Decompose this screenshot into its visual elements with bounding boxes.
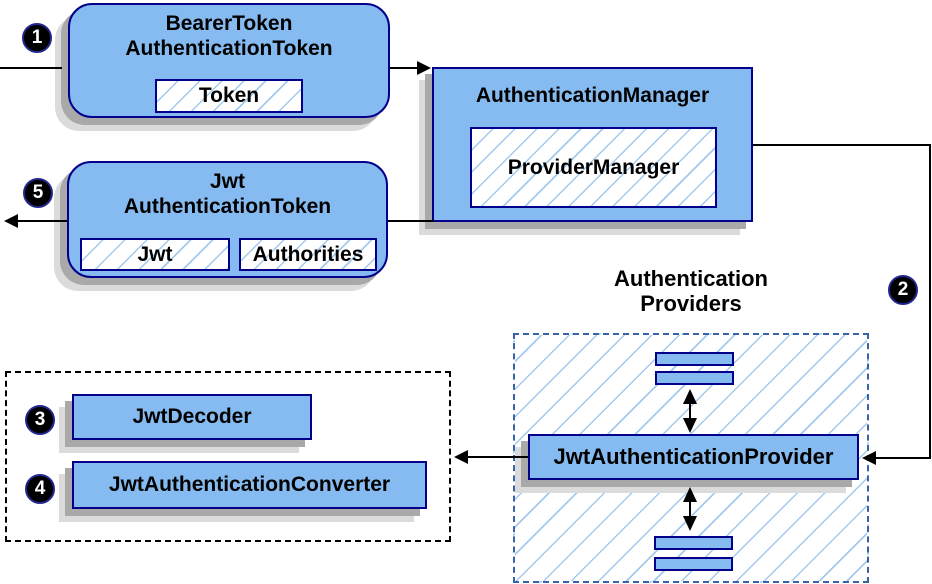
step-3-badge: 3 — [25, 405, 55, 435]
bearer-token-title-line1: BearerToken — [165, 12, 293, 35]
authentication-providers-label-line1: Authentication — [614, 266, 768, 291]
step-1-badge: 1 — [22, 23, 52, 53]
jwt-token-title: Jwt AuthenticationToken — [69, 169, 386, 219]
provider-slot-bar — [654, 536, 733, 550]
authorities-field: Authorities — [239, 238, 377, 271]
step-5-badge: 5 — [23, 178, 53, 208]
jwt-token-title-line1: Jwt — [209, 170, 245, 193]
bearer-to-manager-arrowhead-icon — [417, 61, 431, 75]
jwt-field: Jwt — [80, 238, 230, 271]
token-field: Token — [155, 79, 303, 113]
bearer-token-title-line2: AuthenticationToken — [125, 37, 333, 60]
jwt-handlers-frame — [5, 371, 451, 542]
jwt-authentication-provider-node: JwtAuthenticationProvider — [528, 434, 859, 480]
provider-manager-box: ProviderManager — [470, 127, 717, 208]
step-2-badge: 2 — [888, 275, 918, 305]
jwt-authentication-converter-node: JwtAuthenticationConverter — [72, 461, 427, 509]
provider-slot-bar — [655, 352, 734, 366]
jwt-token-title-line2: AuthenticationToken — [123, 195, 332, 218]
provider-slot-bar — [654, 557, 733, 571]
authentication-manager-title: AuthenticationManager — [475, 84, 710, 107]
bearer-token-title: BearerToken AuthenticationToken — [70, 11, 388, 61]
step-4-badge: 4 — [25, 474, 55, 504]
authentication-providers-label-line2: Providers — [640, 291, 742, 316]
provider-to-handlers-arrowhead-icon — [454, 450, 468, 464]
jwt-decoder-node: JwtDecoder — [72, 394, 312, 440]
authentication-providers-label: Authentication Providers — [513, 266, 869, 316]
provider-slot-bar — [655, 371, 734, 385]
jwt-authentication-token-node: Jwt AuthenticationToken Jwt Authorities — [67, 161, 388, 278]
bearer-token-authentication-token-node: BearerToken AuthenticationToken Token — [68, 3, 390, 118]
outgoing-token-arrowhead-icon — [4, 214, 18, 228]
authentication-manager-node: AuthenticationManager ProviderManager — [432, 67, 753, 222]
